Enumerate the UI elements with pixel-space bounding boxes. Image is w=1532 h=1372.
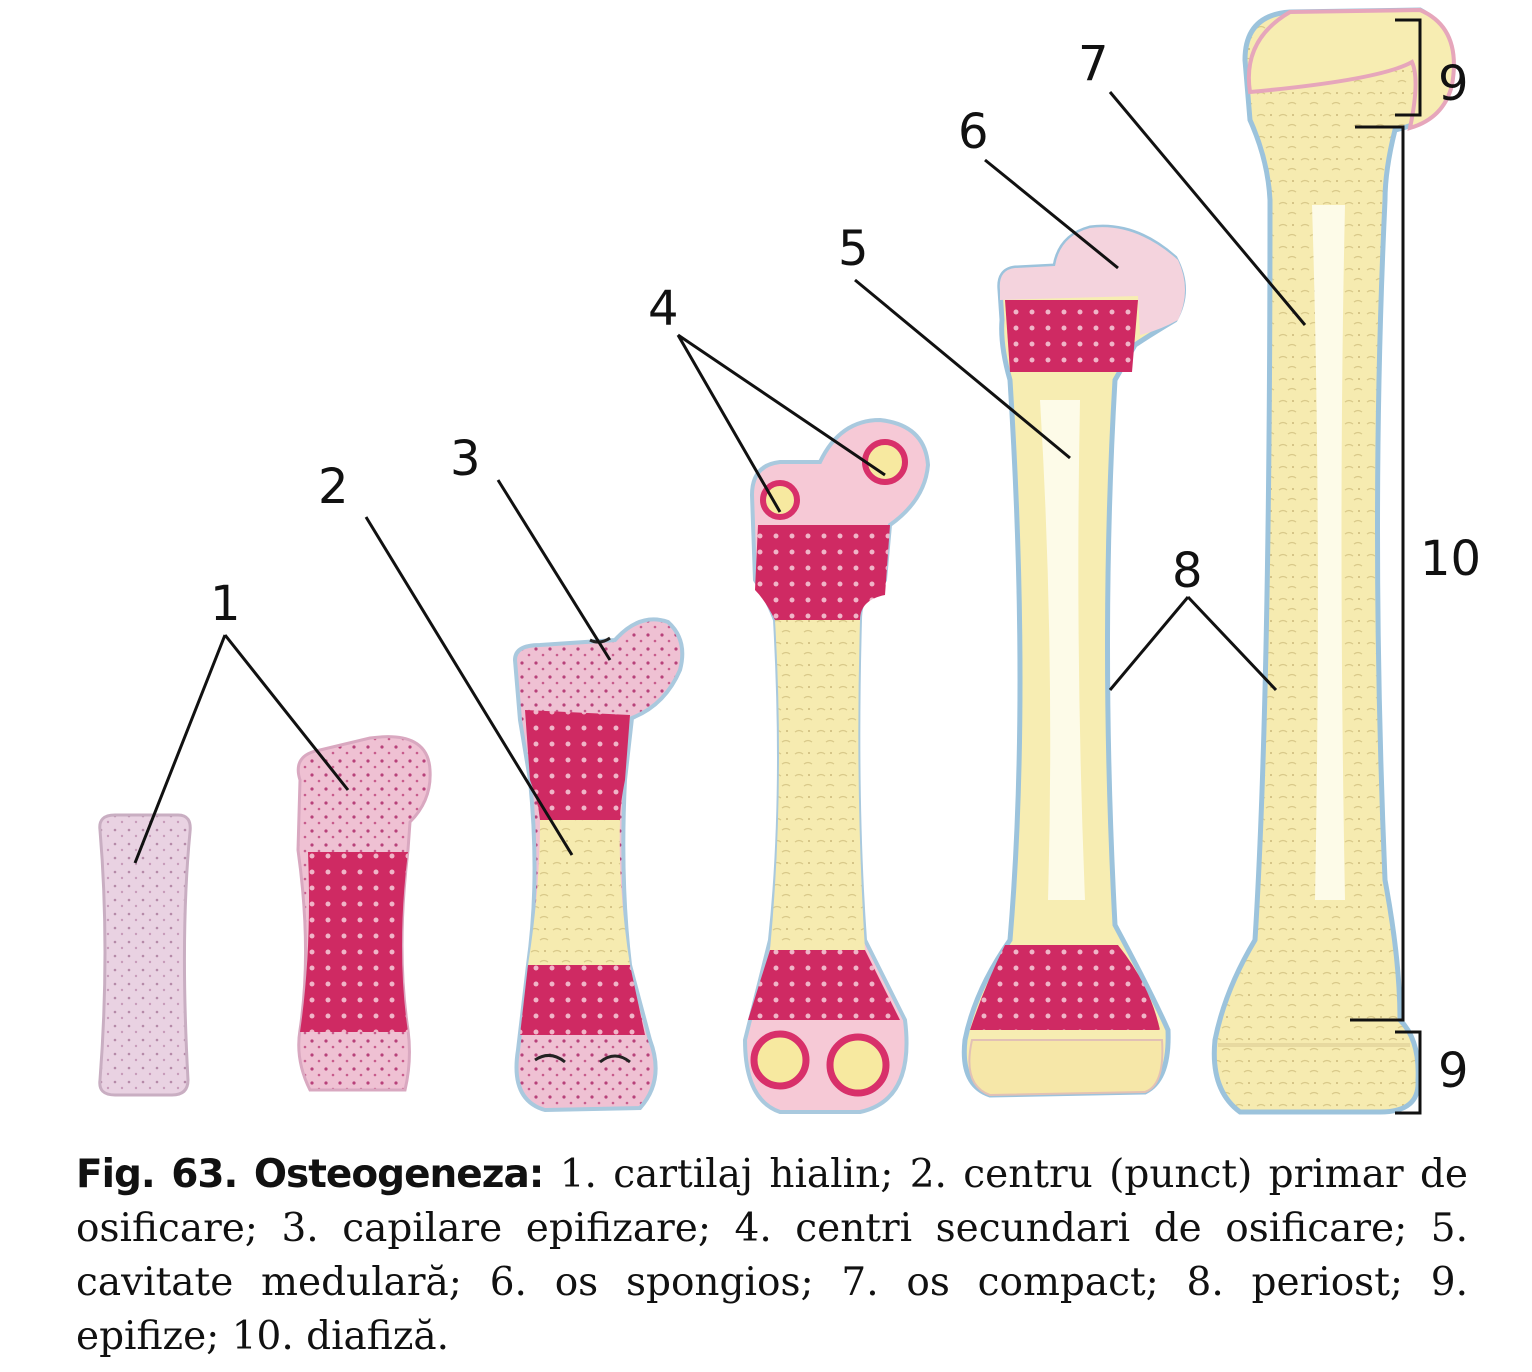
bracket-10	[1350, 125, 1405, 1022]
label-8: 8	[1172, 543, 1203, 599]
leader-6	[984, 158, 1119, 270]
leader-5	[854, 278, 1071, 460]
leader-1	[133, 634, 350, 864]
osteogenesis-figure: 1 2 3 4 5 6 7 8 9 10 9	[98, 7, 1481, 1115]
bracket-9-top	[1395, 18, 1422, 117]
bone-stage-4	[742, 417, 931, 1114]
bone-stage-6	[1211, 7, 1456, 1115]
label-10: 10	[1420, 531, 1481, 587]
bone-stage-3	[512, 617, 685, 1113]
label-7: 7	[1078, 36, 1109, 92]
label-2: 2	[318, 459, 349, 515]
label-1: 1	[210, 576, 241, 632]
leader-7	[1108, 91, 1307, 326]
figure-caption: Fig. 63. Osteogeneza: 1. cartilaj hialin…	[76, 1148, 1468, 1364]
bone-stage-2	[296, 735, 432, 1092]
label-9-bottom: 9	[1438, 1043, 1469, 1099]
label-6: 6	[958, 104, 989, 160]
bone-stage-5	[961, 224, 1186, 1098]
label-3: 3	[450, 431, 481, 487]
bone-stage-1	[98, 813, 192, 1097]
leader-3	[496, 479, 612, 661]
caption-title: Fig. 63. Osteogeneza:	[76, 1152, 544, 1197]
bracket-9-bottom	[1395, 1030, 1422, 1115]
number-labels: 1 2 3 4 5 6 7 8 9 10 9	[210, 36, 1481, 1099]
caption-text: 1. cartilaj hialin; 2. centru (punct) pr…	[76, 1152, 1468, 1359]
label-9-top: 9	[1438, 56, 1469, 112]
label-5: 5	[838, 221, 869, 277]
leader-lines	[133, 18, 1422, 1115]
leader-4	[676, 333, 886, 513]
label-4: 4	[648, 281, 679, 337]
leader-8	[1108, 595, 1278, 692]
leader-2	[364, 516, 574, 856]
